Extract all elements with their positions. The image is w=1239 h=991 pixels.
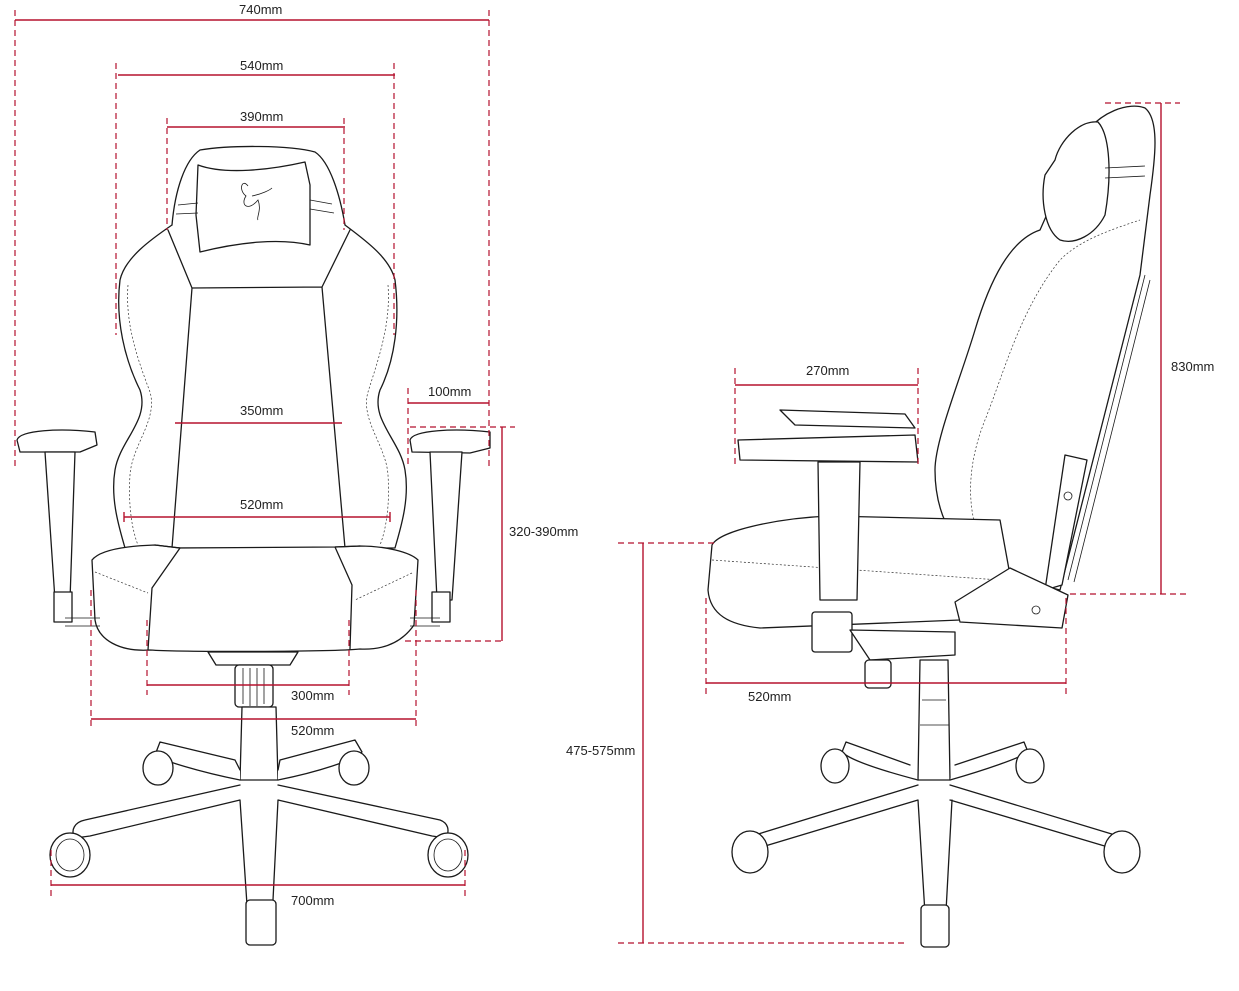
side-view-chair — [707, 105, 1156, 948]
dim-label-backrest-inner-width: 350mm — [240, 403, 284, 418]
caster-back-right — [338, 750, 370, 786]
side-dimension-lines — [618, 102, 1190, 944]
dim-label-seat-height: 475-575mm — [566, 743, 636, 758]
front-armrest-left — [16, 429, 100, 627]
dim-label-base-diameter: 700mm — [291, 893, 335, 908]
dim-label-armrest-height: 320-390mm — [509, 524, 579, 539]
seat-cushion — [91, 544, 419, 653]
side-headrest-pillow — [1042, 121, 1110, 242]
side-armrest — [737, 409, 919, 653]
side-seat-bracket — [954, 567, 1069, 629]
seat-center-panel — [147, 544, 361, 651]
headrest-pillow — [195, 161, 311, 253]
dim-label-backrest-lower-width: 520mm — [240, 497, 284, 512]
side-backrest-bracket — [1044, 454, 1088, 591]
side-gas-cylinder — [917, 659, 951, 781]
backrest-stitch-right — [366, 284, 389, 546]
side-backrest-stitch — [970, 219, 1141, 561]
pillow-strap-left — [175, 202, 199, 215]
caster-back-left — [142, 750, 174, 786]
side-backrest-edge — [1067, 274, 1151, 583]
dim-label-backrest-height: 830mm — [1171, 359, 1215, 374]
side-tilt-mechanism — [849, 629, 956, 661]
dim-label-seat-width: 520mm — [291, 723, 335, 738]
dim-label-backrest-shoulder-width: 540mm — [240, 58, 284, 73]
front-armrest-right — [409, 429, 491, 627]
gas-lift-ribs — [242, 668, 265, 706]
side-seat-cushion — [707, 515, 1011, 629]
gas-lift-cover — [234, 664, 274, 708]
brand-logo-icon — [241, 182, 273, 221]
front-view-chair — [16, 145, 491, 946]
backrest-center-panel — [167, 229, 351, 549]
caster-front-center — [245, 899, 277, 946]
side-pillow-strap — [1104, 165, 1146, 179]
seat-stitch-left — [94, 571, 149, 594]
gas-cylinder — [239, 706, 279, 781]
dim-label-overall-width: 740mm — [239, 2, 283, 17]
side-tilt-knob — [864, 659, 892, 689]
dim-label-seat-inner-width: 300mm — [291, 688, 335, 703]
front-dimension-lines — [14, 10, 515, 898]
front-casters — [49, 750, 469, 946]
pillow-strap-right — [309, 199, 335, 214]
seat-stitch-right — [354, 572, 413, 601]
dim-label-seat-depth: 520mm — [748, 689, 792, 704]
tilt-mechanism — [207, 651, 299, 666]
side-backrest — [934, 105, 1156, 591]
dim-label-armrest-width: 100mm — [428, 384, 472, 399]
dim-label-backrest-top-width: 390mm — [240, 109, 284, 124]
backrest-stitch-left — [127, 284, 152, 546]
side-casters — [731, 748, 1141, 948]
dim-label-armrest-depth: 270mm — [806, 363, 850, 378]
